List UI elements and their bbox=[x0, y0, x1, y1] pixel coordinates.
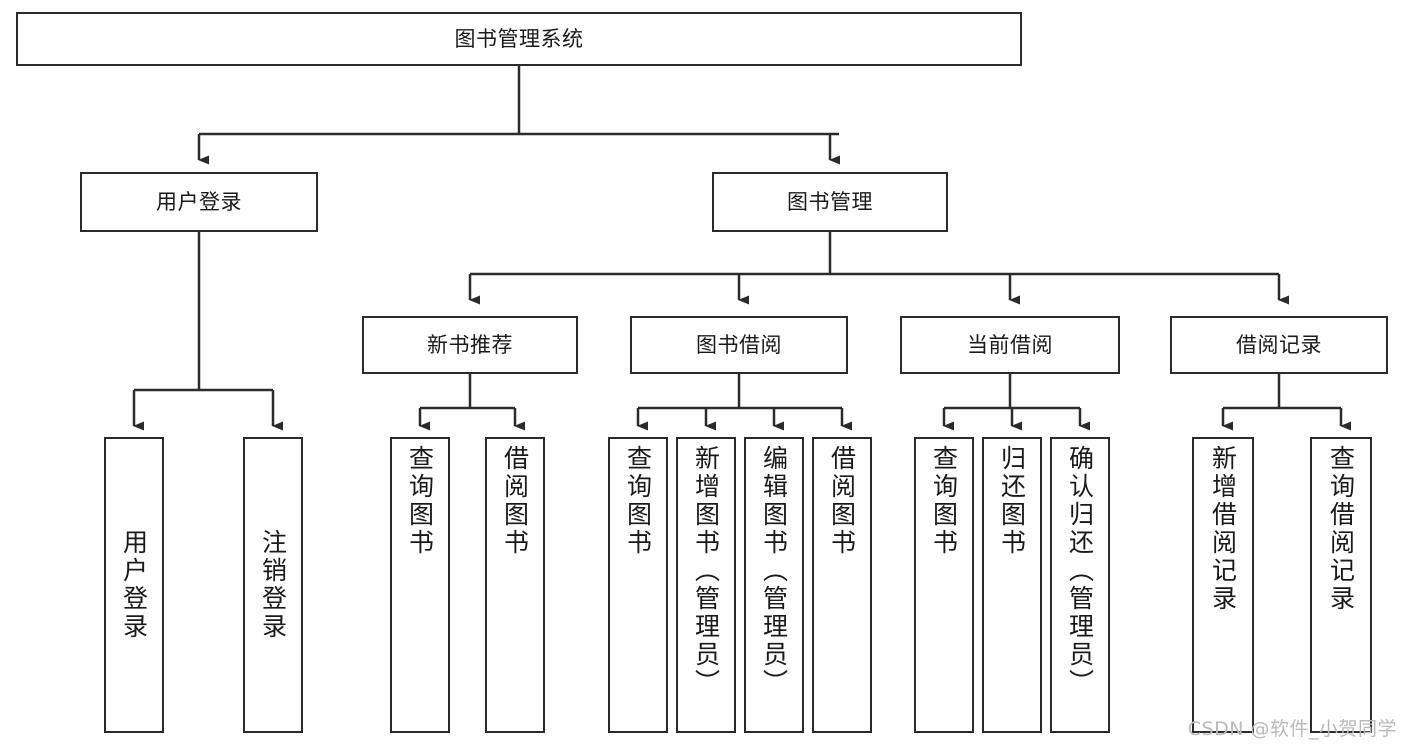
leaf-return-book-label: 归还图书 bbox=[997, 445, 1027, 557]
leaf-borrow-book-a[interactable]: 借阅图书 bbox=[485, 437, 545, 733]
leaf-query-book-c[interactable]: 查询图书 bbox=[914, 437, 974, 733]
leaf-user-login[interactable]: 用户登录 bbox=[104, 437, 164, 733]
node-new-book-recommend[interactable]: 新书推荐 bbox=[362, 316, 578, 374]
node-user-login[interactable]: 用户登录 bbox=[80, 172, 318, 232]
leaf-confirm-return[interactable]: 确认归还（管理员） bbox=[1050, 437, 1110, 733]
leaf-borrow-book-b[interactable]: 借阅图书 bbox=[812, 437, 872, 733]
node-borrow-record[interactable]: 借阅记录 bbox=[1170, 316, 1388, 374]
leaf-query-book-c-label: 查询图书 bbox=[929, 445, 959, 557]
node-root-label: 图书管理系统 bbox=[454, 26, 584, 51]
node-book-borrow[interactable]: 图书借阅 bbox=[630, 316, 848, 374]
node-user-login-label: 用户登录 bbox=[156, 189, 242, 214]
leaf-confirm-return-label: 确认归还（管理员） bbox=[1065, 445, 1095, 697]
node-current-borrow-label: 当前借阅 bbox=[967, 332, 1053, 357]
leaf-logout[interactable]: 注销登录 bbox=[243, 437, 303, 733]
csdn-watermark: CSDN @软件_小贺同学 bbox=[1187, 718, 1397, 740]
leaf-add-book-label: 新增图书（管理员） bbox=[691, 445, 721, 697]
leaf-borrow-book-b-label: 借阅图书 bbox=[827, 445, 857, 557]
node-new-book-recommend-label: 新书推荐 bbox=[427, 332, 513, 357]
leaf-query-record-label: 查询借阅记录 bbox=[1326, 445, 1356, 613]
node-book-borrow-label: 图书借阅 bbox=[696, 332, 782, 357]
leaf-query-book-b[interactable]: 查询图书 bbox=[608, 437, 668, 733]
leaf-borrow-book-a-label: 借阅图书 bbox=[500, 445, 530, 557]
leaf-edit-book[interactable]: 编辑图书（管理员） bbox=[744, 437, 804, 733]
leaf-query-record[interactable]: 查询借阅记录 bbox=[1310, 437, 1372, 733]
leaf-user-login-label: 用户登录 bbox=[119, 529, 149, 641]
node-root[interactable]: 图书管理系统 bbox=[16, 12, 1022, 66]
leaf-add-record-label: 新增借阅记录 bbox=[1208, 445, 1238, 613]
node-book-manage-label: 图书管理 bbox=[787, 189, 873, 214]
leaf-add-book[interactable]: 新增图书（管理员） bbox=[676, 437, 736, 733]
node-book-manage[interactable]: 图书管理 bbox=[712, 172, 948, 232]
leaf-add-record[interactable]: 新增借阅记录 bbox=[1192, 437, 1254, 733]
leaf-query-book-a-label: 查询图书 bbox=[405, 445, 435, 557]
leaf-logout-label: 注销登录 bbox=[258, 529, 288, 641]
leaf-edit-book-label: 编辑图书（管理员） bbox=[759, 445, 789, 697]
leaf-query-book-b-label: 查询图书 bbox=[623, 445, 653, 557]
leaf-query-book-a[interactable]: 查询图书 bbox=[390, 437, 450, 733]
node-current-borrow[interactable]: 当前借阅 bbox=[900, 316, 1120, 374]
node-borrow-record-label: 借阅记录 bbox=[1236, 332, 1322, 357]
leaf-return-book[interactable]: 归还图书 bbox=[982, 437, 1042, 733]
